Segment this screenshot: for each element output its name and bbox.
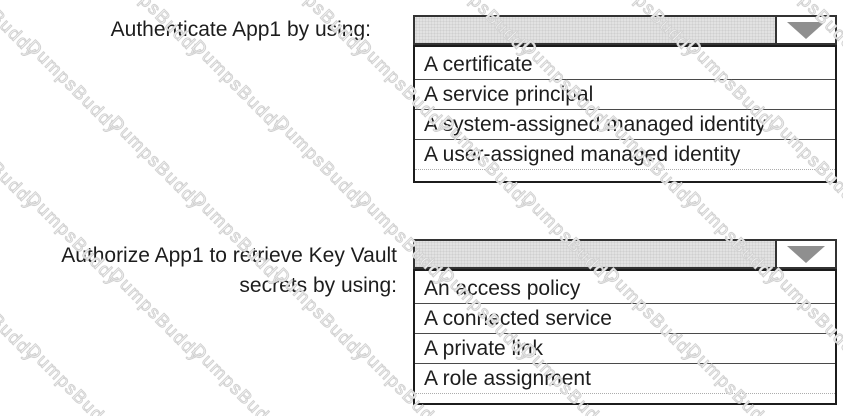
question-2-label: Authorize App1 to retrieve Key Vault sec… <box>0 241 397 301</box>
question-1-dropdown-arrow-button[interactable] <box>775 17 835 43</box>
question-2-selected-value <box>423 241 773 267</box>
watermark-text: DumpsBuddy <box>0 111 43 214</box>
question-1-selected-value <box>423 17 773 43</box>
dropdown-option[interactable]: A role assignment <box>415 363 835 394</box>
question-1-dropdown[interactable] <box>413 15 837 45</box>
watermark-text: DumpsBuddy <box>187 339 290 416</box>
dropdown-option[interactable]: A system-assigned managed identity <box>415 109 835 139</box>
watermark-text: DumpsBuddy <box>105 111 208 214</box>
dropdown-option[interactable]: A connected service <box>415 303 835 333</box>
dropdown-option[interactable]: A certificate <box>424 53 533 76</box>
question-2-dropdown[interactable] <box>413 239 837 269</box>
dropdown-option[interactable]: A service principal <box>415 79 835 109</box>
watermark-text: DumpsBuddy <box>22 35 125 138</box>
watermark-text: DumpsBuddy <box>22 339 125 416</box>
question-2-label-line-2: secrets by using: <box>239 274 397 297</box>
watermark-text: DumpsBuddy <box>187 35 290 138</box>
chevron-down-icon <box>787 245 825 263</box>
question-2-dropdown-arrow-button[interactable] <box>775 241 835 267</box>
dropdown-option[interactable]: An access policy <box>424 277 581 300</box>
question-2-options-list: An access policy A connected service A p… <box>413 269 837 405</box>
dropdown-option[interactable]: A user-assigned managed identity <box>415 139 835 170</box>
question-1-label: Authenticate App1 by using: <box>110 18 371 41</box>
watermark-text: DumpsBuddy <box>270 111 373 214</box>
question-2-label-line-1: Authorize App1 to retrieve Key Vault <box>61 244 397 267</box>
dropdown-option[interactable]: A private link <box>415 333 835 363</box>
chevron-down-icon <box>787 21 825 39</box>
question-1-options-list: A certificate A service principal A syst… <box>413 45 837 183</box>
